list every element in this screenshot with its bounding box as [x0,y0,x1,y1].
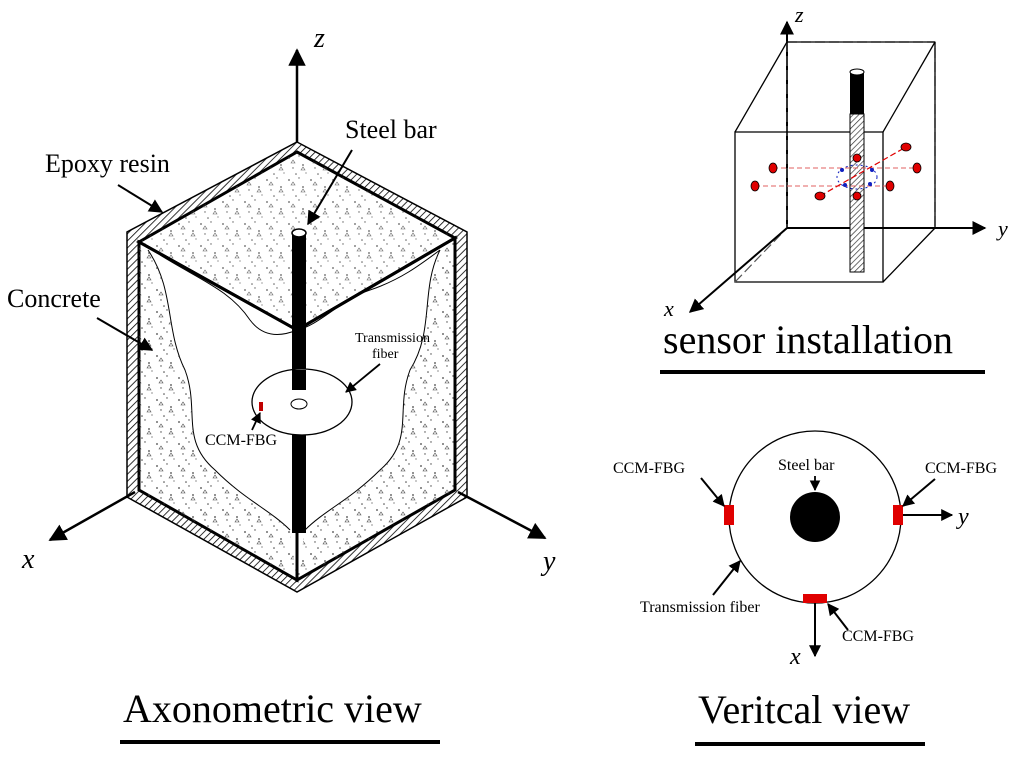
sensor-x-label: x [663,296,674,321]
label-steel-bar: Steel bar [345,115,437,144]
label-concrete: Concrete [7,284,101,313]
axono-y-label: y [540,546,556,577]
sensor-z-label: z [794,2,804,27]
label-ccm-fbg-left: CCM-FBG [613,460,685,477]
vertical-view: Steel bar CCM-FBG CCM-FBG CCM-FBG Transm… [613,430,997,746]
ccm-fbg-right [893,505,903,525]
sensor-node [912,162,922,174]
vertical-x-label: x [789,644,801,670]
title-axonometric: Axonometric view [123,686,422,731]
axonometric-view: z x y Steel bar Epoxy [7,23,556,744]
label-steel-bar-vertical: Steel bar [778,457,835,474]
sensor-node [750,180,760,192]
vertical-y-label: y [956,504,969,530]
ccm-fbg-left [724,505,734,525]
sensor-node [852,191,862,201]
sensor-installation-view: z y x [660,2,1008,374]
sensor-y-label: y [996,216,1008,241]
label-transmission-fiber-vertical: Transmission fiber [640,599,761,616]
label-ccm-fbg-bottom: CCM-FBG [842,628,914,645]
label-ccm-fbg-right: CCM-FBG [925,460,997,477]
sensor-x-axis [688,227,788,313]
title-sensor-installation: sensor installation [663,317,953,362]
label-fiber: fiber [372,347,399,362]
axono-x-axis [48,490,136,542]
axono-z-label: z [313,23,325,54]
sensor-bar-top [850,72,864,114]
sensor-node [768,162,778,174]
label-epoxy-resin: Epoxy resin [45,149,170,178]
title-vertical-view: Veritcal view [698,687,910,732]
label-ccm-fbg-axono: CCM-FBG [205,432,277,449]
label-transmission: Transmission [355,331,430,346]
axono-y-axis [457,490,547,540]
steel-bar-section [790,492,840,542]
sensor-node [814,191,826,201]
sensor-node [900,142,912,152]
ccm-fbg-bottom [803,594,827,603]
axono-x-label: x [21,544,35,575]
sensor-node [852,153,862,163]
sensor-node [885,180,895,192]
